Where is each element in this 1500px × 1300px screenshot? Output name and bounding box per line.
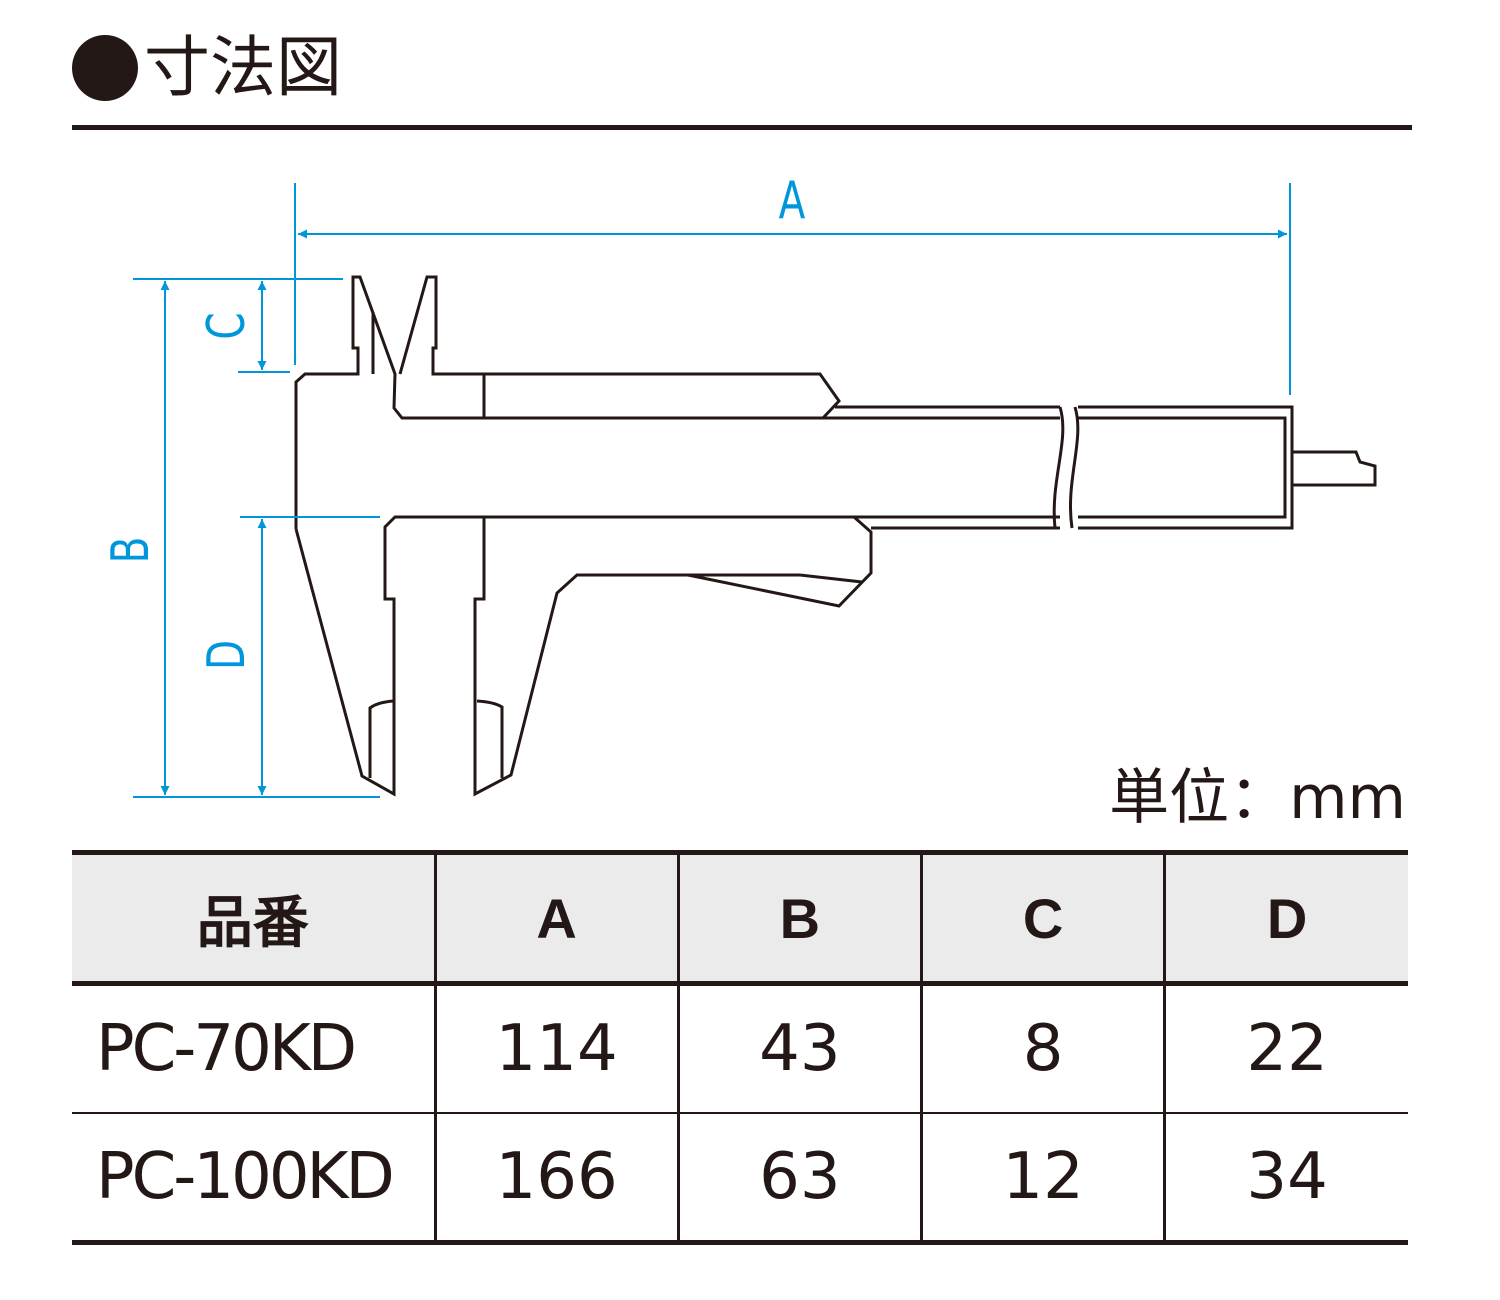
caliper-outline xyxy=(294,275,1377,797)
dimension-d-label: D xyxy=(195,640,256,670)
cell-c: 12 xyxy=(919,1113,1165,1243)
header-a: A xyxy=(433,852,679,984)
break-mark xyxy=(1052,406,1080,529)
header-d: D xyxy=(1163,852,1408,984)
caliper-drawing: A B C D xyxy=(99,169,1377,798)
depth-rod xyxy=(1292,450,1377,487)
cell-a: 166 xyxy=(433,1113,679,1243)
cell-model: PC-70KD xyxy=(96,1012,357,1086)
dimension-b-label: B xyxy=(99,537,160,564)
dimension-c-label: C xyxy=(195,312,256,339)
dimension-lines xyxy=(133,183,1291,798)
cell-c: 8 xyxy=(919,983,1165,1113)
cell-d: 34 xyxy=(1163,1113,1408,1243)
cell-model: PC-100KD xyxy=(96,1140,395,1214)
header-model: 品番 xyxy=(196,890,309,954)
unit-label: 単位：mm xyxy=(1109,763,1406,833)
table-row: PC-70KD 114 43 8 22 xyxy=(72,983,1408,1113)
header-c: C xyxy=(919,852,1165,984)
section-title-text: 寸法図 xyxy=(144,29,342,106)
dimension-table: 品番 A B C D PC-70KD 114 43 8 22 PC-100KD … xyxy=(72,850,1408,1245)
caliper-fixed-jaw xyxy=(294,275,823,529)
caliper-main-bar xyxy=(823,405,1294,530)
cell-a: 114 xyxy=(433,983,679,1113)
table-header-row: 品番 A B C D xyxy=(72,852,1408,984)
dimension-a-label: A xyxy=(779,169,806,230)
section-title: 寸法図 xyxy=(72,28,342,108)
cell-b: 63 xyxy=(676,1113,922,1243)
cell-b: 43 xyxy=(676,983,922,1113)
table-row: PC-100KD 166 63 12 34 xyxy=(72,1113,1408,1243)
bullet-icon xyxy=(72,35,138,101)
header-b: B xyxy=(676,852,922,984)
cell-d: 22 xyxy=(1163,983,1408,1113)
caliper-slider-upper xyxy=(398,275,841,420)
title-underline xyxy=(72,125,1412,130)
